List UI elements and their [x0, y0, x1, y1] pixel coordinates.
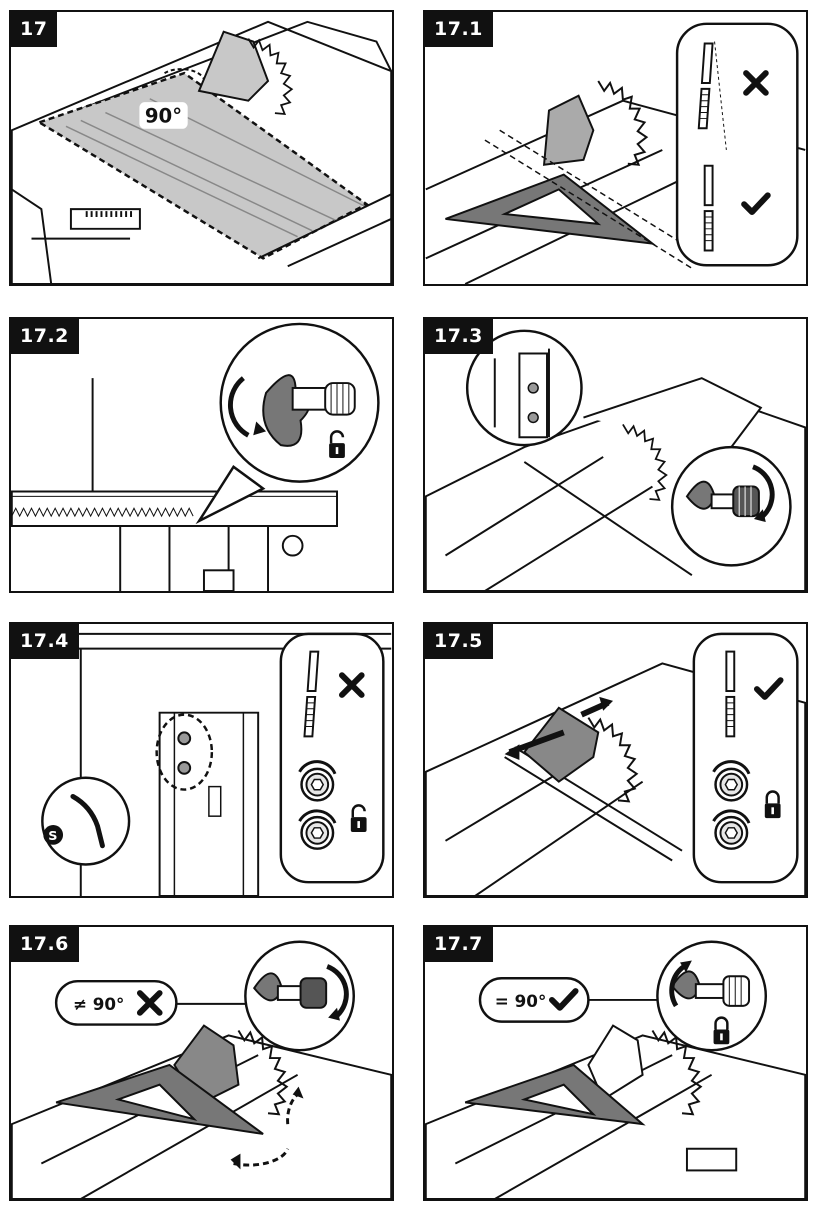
not-ninety-label: ≠ 90° — [73, 994, 125, 1014]
step-label: 17.3 — [425, 319, 493, 354]
table-saw-top-illustration: 90° — [11, 12, 392, 284]
align-and-tighten-illustration — [425, 624, 806, 896]
step-label: 17.4 — [11, 624, 79, 659]
panel-17-6: 17.6 ≠ 90° — [9, 925, 394, 1201]
step-label: 17 — [11, 12, 57, 47]
step-label: 17.6 — [11, 927, 79, 962]
tool-letter: S — [48, 829, 57, 844]
step-label: 17.5 — [425, 624, 493, 659]
ninety-degrees-locked-illustration: = 90° — [425, 927, 806, 1199]
blade-adjustment-screws-illustration — [425, 319, 806, 591]
step-label: 17.7 — [425, 927, 493, 962]
square-against-blade-illustration — [425, 12, 806, 284]
step-label: 17.1 — [425, 12, 493, 47]
not-ninety-degrees-illustration: ≠ 90° — [11, 927, 392, 1199]
panel-17-7: 17.7 = 90° — [423, 925, 808, 1201]
panel-17-3: 17.3 — [423, 317, 808, 593]
panel-17: 17 90° — [9, 10, 394, 286]
panel-17-1: 17.1 — [423, 10, 808, 286]
angle-label: 90° — [145, 104, 182, 127]
loosen-screws-illustration: S — [11, 624, 392, 896]
step-label: 17.2 — [11, 319, 79, 354]
panel-17-4: 17.4 S — [9, 622, 394, 898]
ninety-label: = 90° — [495, 991, 547, 1011]
panel-17-5: 17.5 — [423, 622, 808, 898]
panel-17-2: 17.2 — [9, 317, 394, 593]
unlock-knob-illustration — [11, 319, 392, 591]
